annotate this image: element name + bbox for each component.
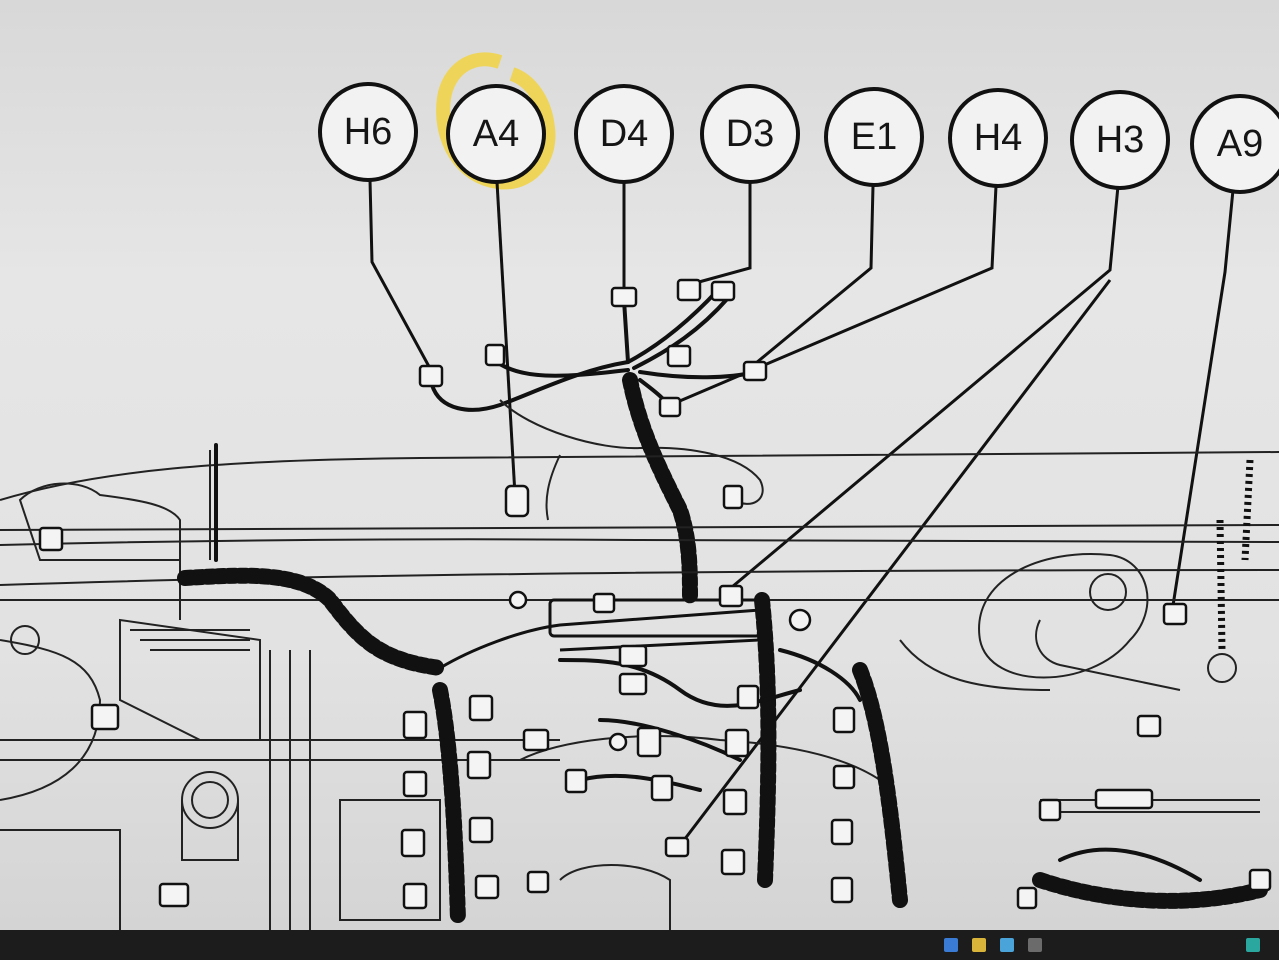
callout-h4: H4: [948, 88, 1048, 188]
taskbar: [0, 930, 1279, 960]
folder-icon[interactable]: [972, 938, 986, 952]
engine-bay: [0, 443, 1279, 930]
wiring-diagram: H6 A4 D4 D3 E1 H4 H3 A9: [0, 52, 1279, 930]
callout-label: D3: [726, 113, 775, 155]
callout-a9: A9: [1190, 94, 1279, 194]
callout-d4: D4: [574, 84, 674, 184]
app-icon[interactable]: [1028, 938, 1042, 952]
connectors-lower: [38, 526, 1272, 910]
connectors-upper: [418, 278, 768, 518]
callout-label: A4: [473, 113, 519, 155]
callout-e1: E1: [824, 87, 924, 187]
monitor-screen: H6 A4 D4 D3 E1 H4 H3 A9: [0, 0, 1279, 930]
upper-harness: [430, 288, 764, 608]
callout-label: H3: [1096, 119, 1145, 161]
callout-d3: D3: [700, 84, 800, 184]
callout-a4: A4: [446, 84, 546, 184]
mail-icon[interactable]: [1000, 938, 1014, 952]
callout-label: H4: [974, 117, 1023, 159]
main-harness: [177, 459, 1268, 928]
callout-h6: H6: [318, 82, 418, 182]
browser-icon[interactable]: [944, 938, 958, 952]
callout-h3: H3: [1070, 90, 1170, 190]
leader-lines: [368, 179, 1235, 849]
callout-label: E1: [851, 116, 897, 158]
callout-label: A9: [1217, 123, 1263, 165]
store-icon[interactable]: [1246, 938, 1260, 952]
callout-label: D4: [600, 113, 649, 155]
callout-label: H6: [344, 111, 393, 153]
